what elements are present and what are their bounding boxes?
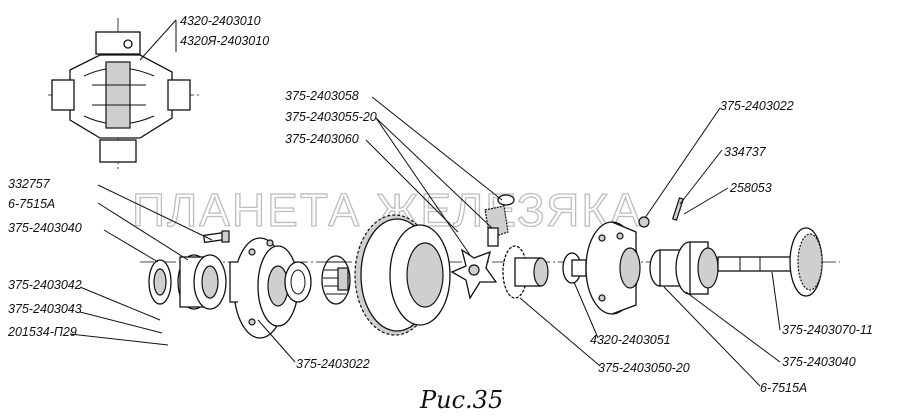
label-part-375-2403070-11: 375-2403070-11 — [782, 323, 873, 337]
left-bearing — [148, 254, 227, 310]
label-part-334737: 334737 — [724, 145, 767, 159]
label-part-258053: 258053 — [729, 181, 772, 195]
label-part-375-2403058: 375-2403058 — [285, 89, 359, 103]
label-part-4320ya-2403010: 4320Я-2403010 — [180, 34, 269, 48]
label-part-375-2403060: 375-2403060 — [285, 132, 359, 146]
label-part-375-2403040-right: 375-2403040 — [782, 355, 856, 369]
right-housing-half — [585, 216, 650, 315]
output-shaft-with-gear — [717, 227, 823, 297]
thrust-washer — [284, 261, 312, 303]
label-part-375-2403040-left: 375-2403040 — [8, 221, 82, 235]
right-side-gear — [502, 245, 549, 299]
label-part-375-2403055-20: 375-2403055-20 — [285, 110, 377, 124]
washer-4320-2403051 — [562, 252, 587, 284]
figure-caption: Рис.35 — [419, 386, 503, 414]
pinion-gear-top — [484, 194, 515, 247]
leader-lines — [69, 96, 781, 387]
spider-cross — [450, 248, 498, 300]
label-part-375-2403042: 375-2403042 — [8, 278, 82, 292]
label-part-4320-2403010: 4320-2403010 — [180, 14, 261, 28]
label-part-6-7515a-right: 6-7515А — [760, 381, 807, 395]
assembled-differential-drawing — [48, 18, 200, 172]
label-part-375-2403022-bottom: 375-2403022 — [296, 357, 370, 371]
label-part-375-2403043: 375-2403043 — [8, 302, 82, 316]
label-part-375-2403050-20: 375-2403050-20 — [598, 361, 690, 375]
bolt-332757 — [202, 230, 230, 244]
label-part-375-2403022-top: 375-2403022 — [720, 99, 794, 113]
right-bearing — [649, 241, 719, 295]
left-housing-half — [229, 237, 299, 339]
label-part-332757: 332757 — [8, 177, 51, 191]
label-part-6-7515a-left: 6-7515А — [8, 197, 55, 211]
label-part-4320-2403051: 4320-2403051 — [590, 333, 671, 347]
label-part-201534-p29: 201534-П29 — [7, 325, 77, 339]
ring-gear — [354, 214, 451, 336]
left-side-gear — [321, 255, 351, 305]
